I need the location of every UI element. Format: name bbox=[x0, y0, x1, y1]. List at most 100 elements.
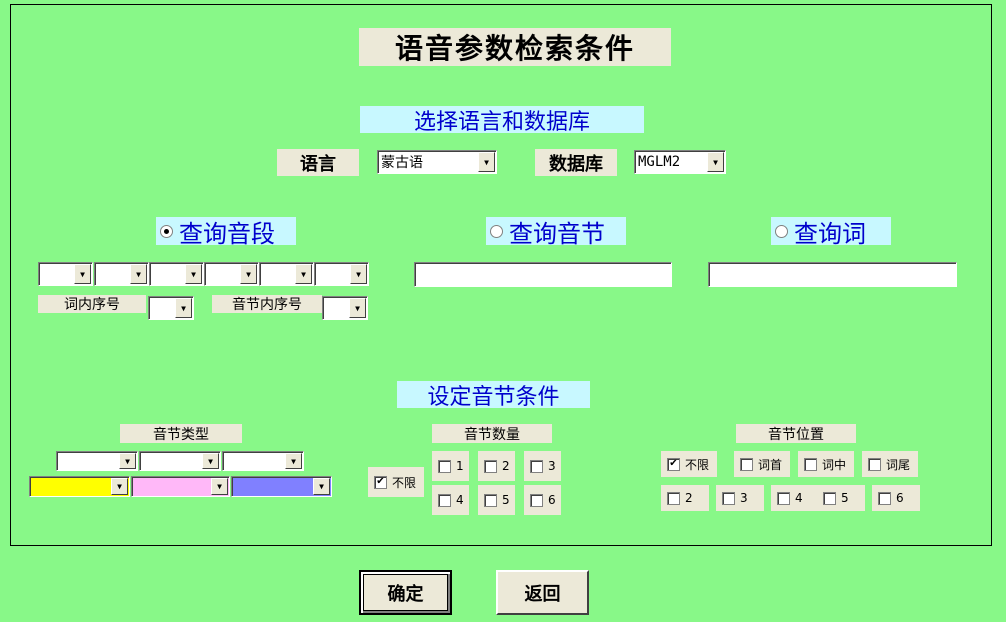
word-order-select[interactable]: ▼ bbox=[148, 296, 194, 320]
position-checkbox-3-label: 3 bbox=[740, 491, 748, 505]
syllable-color-select-1[interactable]: ▼ bbox=[29, 476, 130, 497]
word-order-label: 词内序号 bbox=[38, 295, 146, 313]
count-checkbox-3[interactable]: 3 bbox=[524, 451, 561, 481]
radio-unselected-icon[interactable] bbox=[490, 224, 503, 238]
position-checkbox-6-label: 6 bbox=[896, 491, 904, 505]
count-checkbox-4[interactable]: 4 bbox=[432, 485, 469, 515]
syllable-type-select-3[interactable]: ▼ bbox=[222, 451, 304, 471]
radio-query-syllable-label: 查询音节 bbox=[509, 219, 605, 248]
checkbox-icon[interactable] bbox=[530, 493, 543, 507]
segment-select-5[interactable]: ▼ bbox=[259, 262, 314, 286]
checkbox-icon[interactable] bbox=[438, 493, 451, 507]
count-checkbox-5[interactable]: 5 bbox=[478, 485, 515, 515]
chevron-down-icon[interactable]: ▼ bbox=[175, 298, 192, 318]
chevron-down-icon[interactable]: ▼ bbox=[240, 264, 257, 284]
checkbox-icon[interactable] bbox=[777, 491, 790, 505]
chevron-down-icon[interactable]: ▼ bbox=[707, 152, 724, 172]
position-checkbox-unlimited[interactable]: ✔ 不限 bbox=[661, 451, 717, 477]
count-checkbox-2-label: 2 bbox=[502, 459, 510, 473]
checkbox-icon[interactable] bbox=[722, 491, 735, 505]
position-checkbox-medial-label: 词中 bbox=[822, 457, 847, 472]
position-checkbox-6[interactable]: 6 bbox=[872, 485, 920, 511]
radio-query-word[interactable]: 查询词 bbox=[771, 217, 891, 248]
count-checkbox-unlimited-label: 不限 bbox=[392, 475, 417, 490]
chevron-down-icon[interactable]: ▼ bbox=[130, 264, 147, 284]
radio-query-syllable[interactable]: 查询音节 bbox=[486, 217, 626, 248]
checkbox-icon[interactable] bbox=[823, 491, 836, 505]
chevron-down-icon[interactable]: ▼ bbox=[350, 264, 367, 284]
language-select-value: 蒙古语 bbox=[381, 155, 423, 171]
checkbox-icon[interactable] bbox=[438, 459, 451, 473]
checkbox-icon[interactable] bbox=[667, 491, 680, 505]
chevron-down-icon[interactable]: ▼ bbox=[111, 478, 128, 495]
segment-select-6[interactable]: ▼ bbox=[314, 262, 369, 286]
position-checkbox-4[interactable]: 4 bbox=[771, 485, 819, 511]
chevron-down-icon[interactable]: ▼ bbox=[74, 264, 91, 284]
checkbox-icon[interactable] bbox=[484, 459, 497, 473]
syllable-type-select-2[interactable]: ▼ bbox=[139, 451, 221, 471]
database-select[interactable]: MGLM2 ▼ bbox=[634, 150, 726, 174]
confirm-button[interactable]: 确定 bbox=[359, 570, 452, 615]
position-checkbox-unlimited-label: 不限 bbox=[685, 457, 710, 472]
syllable-query-input[interactable] bbox=[414, 262, 672, 287]
position-checkbox-initial[interactable]: 词首 bbox=[734, 451, 790, 477]
position-checkbox-3[interactable]: 3 bbox=[716, 485, 764, 511]
syllable-type-select-1[interactable]: ▼ bbox=[56, 451, 138, 471]
position-checkbox-2-label: 2 bbox=[685, 491, 693, 505]
position-checkbox-medial[interactable]: 词中 bbox=[798, 451, 854, 477]
segment-select-1[interactable]: ▼ bbox=[38, 262, 93, 286]
syllable-order-label: 音节内序号 bbox=[212, 295, 322, 313]
position-checkbox-5[interactable]: 5 bbox=[817, 485, 865, 511]
position-checkbox-2[interactable]: 2 bbox=[661, 485, 709, 511]
chevron-down-icon[interactable]: ▼ bbox=[313, 478, 330, 495]
syllable-conditions-heading: 设定音节条件 bbox=[397, 381, 590, 410]
syllable-type-label: 音节类型 bbox=[120, 424, 242, 443]
checkbox-icon[interactable] bbox=[804, 457, 817, 471]
radio-query-segment[interactable]: 查询音段 bbox=[156, 217, 296, 248]
chevron-down-icon[interactable]: ▼ bbox=[119, 453, 136, 469]
chevron-down-icon[interactable]: ▼ bbox=[349, 298, 366, 318]
checkbox-icon[interactable] bbox=[530, 459, 543, 473]
count-checkbox-3-label: 3 bbox=[548, 459, 556, 473]
radio-selected-icon[interactable] bbox=[160, 224, 173, 238]
syllable-order-select[interactable]: ▼ bbox=[322, 296, 368, 320]
count-checkbox-2[interactable]: 2 bbox=[478, 451, 515, 481]
count-checkbox-1-label: 1 bbox=[456, 459, 464, 473]
position-checkbox-final[interactable]: 词尾 bbox=[862, 451, 918, 477]
word-query-input[interactable] bbox=[708, 262, 957, 287]
radio-query-segment-label: 查询音段 bbox=[179, 219, 275, 248]
segment-select-4[interactable]: ▼ bbox=[204, 262, 259, 286]
count-checkbox-1[interactable]: 1 bbox=[432, 451, 469, 481]
database-label: 数据库 bbox=[535, 149, 617, 176]
checkbox-icon[interactable] bbox=[868, 457, 881, 471]
syllable-count-label: 音节数量 bbox=[432, 424, 552, 443]
count-checkbox-unlimited[interactable]: ✔ 不限 bbox=[368, 467, 424, 497]
checkbox-icon[interactable] bbox=[878, 491, 891, 505]
chevron-down-icon[interactable]: ▼ bbox=[478, 152, 495, 172]
radio-query-word-label: 查询词 bbox=[794, 219, 866, 248]
position-checkbox-5-label: 5 bbox=[841, 491, 849, 505]
count-checkbox-6[interactable]: 6 bbox=[524, 485, 561, 515]
count-checkbox-5-label: 5 bbox=[502, 493, 510, 507]
chevron-down-icon[interactable]: ▼ bbox=[211, 478, 228, 495]
syllable-color-select-3[interactable]: ▼ bbox=[231, 476, 332, 497]
segment-select-3[interactable]: ▼ bbox=[149, 262, 204, 286]
checkbox-checked-icon[interactable]: ✔ bbox=[667, 457, 680, 471]
chevron-down-icon[interactable]: ▼ bbox=[295, 264, 312, 284]
language-select[interactable]: 蒙古语 ▼ bbox=[377, 150, 497, 174]
language-label: 语言 bbox=[277, 149, 359, 176]
chevron-down-icon[interactable]: ▼ bbox=[202, 453, 219, 469]
database-select-value: MGLM2 bbox=[638, 154, 681, 170]
radio-unselected-icon[interactable] bbox=[775, 224, 788, 238]
segment-select-2[interactable]: ▼ bbox=[94, 262, 149, 286]
checkbox-icon[interactable] bbox=[740, 457, 753, 471]
syllable-color-select-2[interactable]: ▼ bbox=[131, 476, 230, 497]
checkbox-icon[interactable] bbox=[484, 493, 497, 507]
language-db-heading: 选择语言和数据库 bbox=[360, 106, 644, 135]
chevron-down-icon[interactable]: ▼ bbox=[185, 264, 202, 284]
chevron-down-icon[interactable]: ▼ bbox=[285, 453, 302, 469]
position-checkbox-final-label: 词尾 bbox=[886, 457, 911, 472]
syllable-position-label: 音节位置 bbox=[736, 424, 856, 443]
back-button[interactable]: 返回 bbox=[496, 570, 589, 615]
checkbox-checked-icon[interactable]: ✔ bbox=[374, 475, 387, 489]
